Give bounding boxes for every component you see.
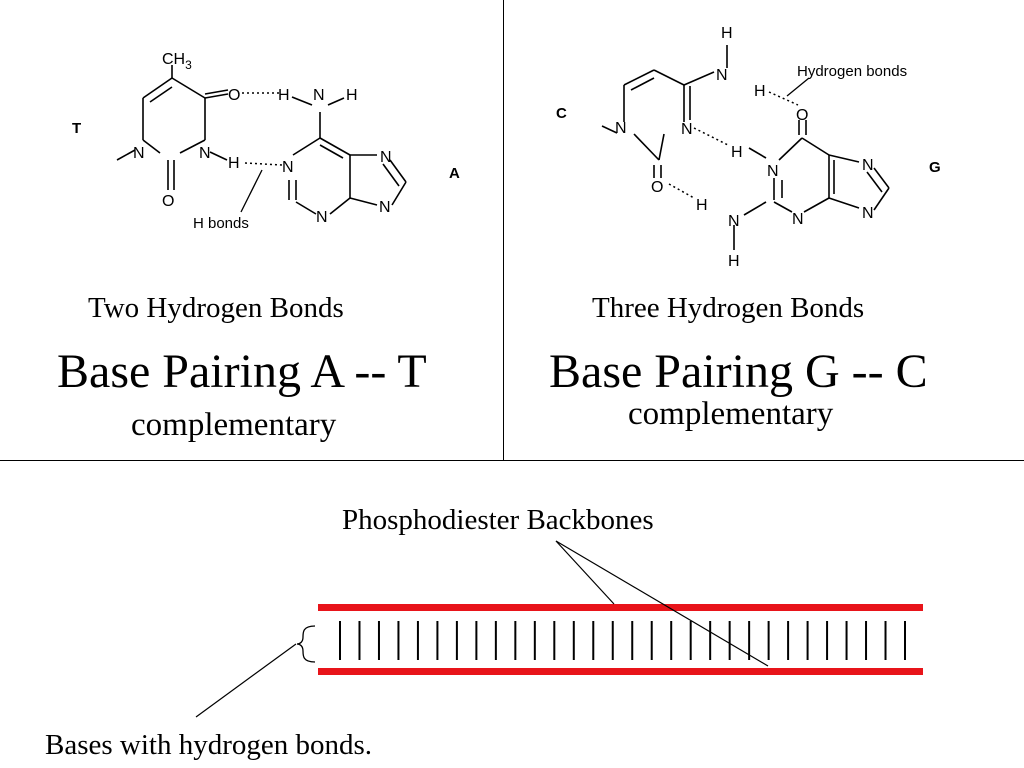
atom-o: O <box>796 107 808 124</box>
backbone-pointer-bottom <box>555 540 769 667</box>
atom-n: N <box>767 163 779 180</box>
atom-n: N <box>313 87 325 104</box>
methyl-subscript: 3 <box>185 58 192 72</box>
gc-caption: Three Hydrogen Bonds <box>592 292 865 324</box>
gc-bond-pointer <box>786 77 810 97</box>
dna-ladder-diagram <box>195 540 923 718</box>
atom-h: H <box>278 87 290 104</box>
base-pair-rungs <box>339 621 906 660</box>
atom-h: H <box>346 87 358 104</box>
at-caption: Two Hydrogen Bonds <box>88 292 344 324</box>
thymine-ring <box>116 65 229 190</box>
cytosine-code: C <box>556 105 567 122</box>
guanine-rings <box>733 120 890 250</box>
atom-n: N <box>316 209 328 226</box>
bases-pointer <box>195 643 297 718</box>
atom-n: N <box>862 205 874 222</box>
atom-n: N <box>615 120 627 137</box>
top-backbone-strand <box>318 604 923 611</box>
atom-n: N <box>681 121 693 138</box>
atom-h: H <box>754 83 766 100</box>
atom-h: H <box>696 197 708 214</box>
adenine-rings <box>288 96 407 215</box>
atom-n: N <box>862 157 874 174</box>
atom-n: N <box>282 159 294 176</box>
horizontal-divider <box>0 460 1024 461</box>
thymine-code: T <box>72 120 81 137</box>
at-title: Base Pairing A -- T <box>57 345 427 398</box>
atom-n: N <box>199 145 211 162</box>
backbone-label: Phosphodiester Backbones <box>342 504 654 536</box>
atom-n: N <box>133 145 145 162</box>
atom-n: N <box>379 199 391 216</box>
bases-bracket <box>296 625 316 663</box>
atom-h: H <box>731 144 743 161</box>
bottom-backbone-strand <box>318 668 923 675</box>
gc-bond-label: Hydrogen bonds <box>797 63 907 80</box>
atom-h: H <box>721 25 733 42</box>
gc-hydrogen-bonds <box>668 91 799 199</box>
at-structure-diagram: CH3 O H N H N N H N N N N O H bonds T A <box>72 51 460 232</box>
at-bond-label: H bonds <box>193 215 249 232</box>
atom-n: N <box>716 67 728 84</box>
vertical-divider <box>503 0 504 461</box>
methyl-label: CH3 <box>162 51 192 72</box>
gc-subtitle: complementary <box>628 396 834 432</box>
atom-o: O <box>228 87 240 104</box>
cytosine-ring <box>601 45 728 178</box>
atom-n: N <box>792 211 804 228</box>
atom-o: O <box>162 193 174 210</box>
bases-label: Bases with hydrogen bonds. <box>45 729 373 761</box>
at-subtitle: complementary <box>131 407 337 443</box>
gc-title: Base Pairing G -- C <box>549 345 928 398</box>
atom-n: N <box>380 149 392 166</box>
atom-o: O <box>651 179 663 196</box>
backbone-pointer-top <box>555 540 615 605</box>
adenine-code: A <box>449 165 460 182</box>
at-hydrogen-bonds <box>242 92 283 166</box>
atom-n: N <box>728 213 740 230</box>
at-bond-pointer <box>240 169 263 213</box>
atom-h: H <box>228 155 240 172</box>
guanine-code: G <box>929 159 941 176</box>
gc-structure-diagram: H N H O N N H N N O H N N N H Hydrogen b… <box>556 25 941 270</box>
methyl-main: CH <box>162 51 185 68</box>
atom-h: H <box>728 253 740 270</box>
